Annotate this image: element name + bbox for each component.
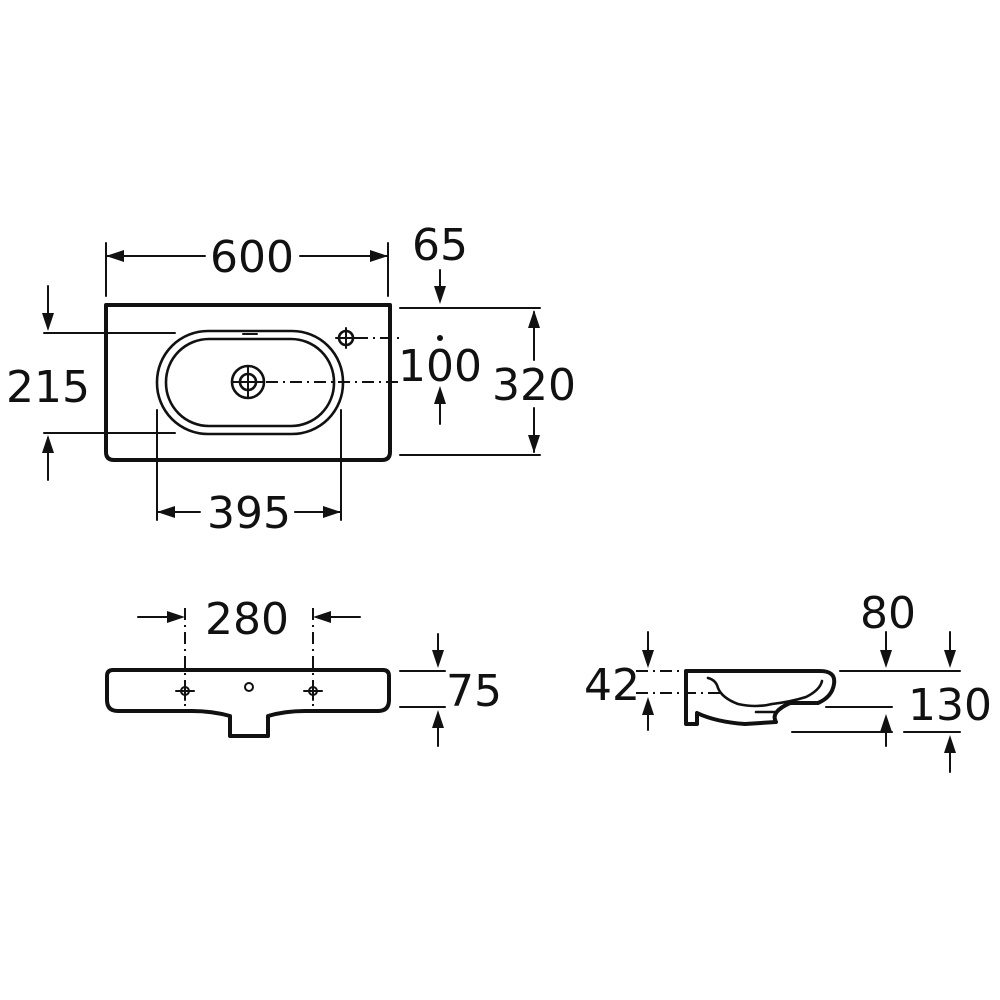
fixing-hole-left bbox=[175, 681, 195, 701]
top-view: 600 65 320 100 215 395 bbox=[6, 220, 576, 539]
dim-overall-depth: 320 bbox=[492, 360, 576, 411]
dim-tap-to-drain: 100 bbox=[398, 341, 482, 392]
dim-basin-depth: 215 bbox=[6, 362, 90, 413]
dim-basin-length: 395 bbox=[207, 488, 291, 539]
front-view: 280 75 bbox=[105, 594, 502, 747]
basin-outline-side bbox=[684, 669, 837, 726]
fixing-hole-right bbox=[303, 681, 323, 701]
dim-side-height: 130 bbox=[908, 680, 992, 731]
overflow-hole-front bbox=[244, 682, 254, 692]
bowl-section-side bbox=[706, 676, 824, 708]
dim-rim-height: 42 bbox=[584, 660, 640, 711]
side-view: 42 80 130 bbox=[584, 588, 992, 773]
basin-outline-top bbox=[104, 303, 392, 462]
dim-front-height: 75 bbox=[446, 666, 502, 717]
dim-fixing-spacing: 280 bbox=[205, 594, 289, 645]
dim-drain-offset: 80 bbox=[860, 588, 916, 639]
basin-outline-front bbox=[105, 668, 391, 738]
dim-overall-width: 600 bbox=[210, 232, 294, 283]
bowl-inner bbox=[164, 337, 336, 428]
dim-rear-offset: 65 bbox=[412, 220, 468, 271]
